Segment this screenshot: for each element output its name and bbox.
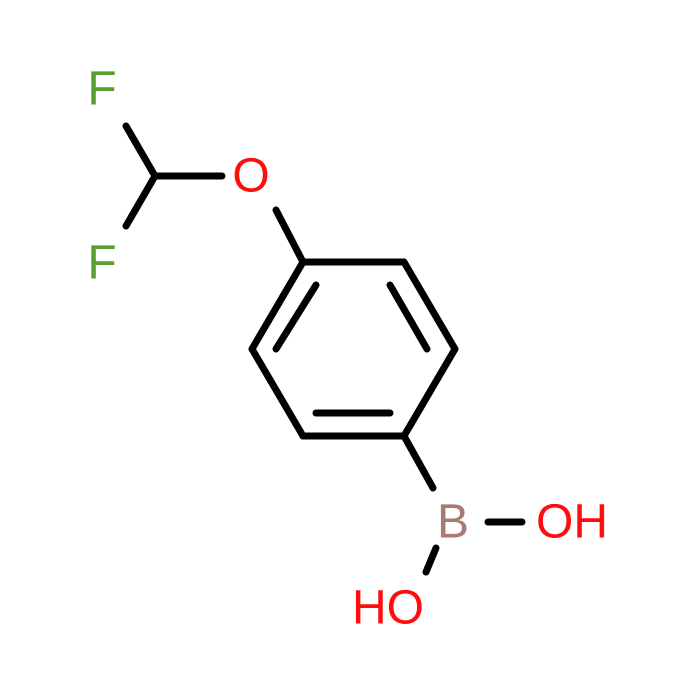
ring-double-bond-3 bbox=[272, 281, 320, 353]
bond-ring-b bbox=[400, 432, 437, 492]
bond-c-f-bottom bbox=[122, 172, 159, 230]
atom-hydroxyl-right: OH bbox=[536, 496, 608, 549]
ring-bond-2 bbox=[400, 258, 459, 353]
atom-oxygen-ether: O bbox=[232, 150, 269, 203]
bond-c-f-top bbox=[122, 122, 159, 180]
atom-boron: B bbox=[437, 496, 469, 549]
atom-fluorine-top: F bbox=[87, 63, 116, 116]
ring-double-bond-1 bbox=[386, 281, 431, 353]
ring-bond-6 bbox=[248, 258, 307, 353]
atom-hydroxyl-left: HO bbox=[352, 582, 424, 635]
ring-bond-3 bbox=[400, 345, 459, 440]
ring-bond-5 bbox=[248, 345, 307, 440]
bond-o-ring bbox=[272, 206, 307, 266]
bond-b-oh-left bbox=[422, 544, 440, 576]
atom-fluorine-bottom: F bbox=[87, 237, 116, 290]
